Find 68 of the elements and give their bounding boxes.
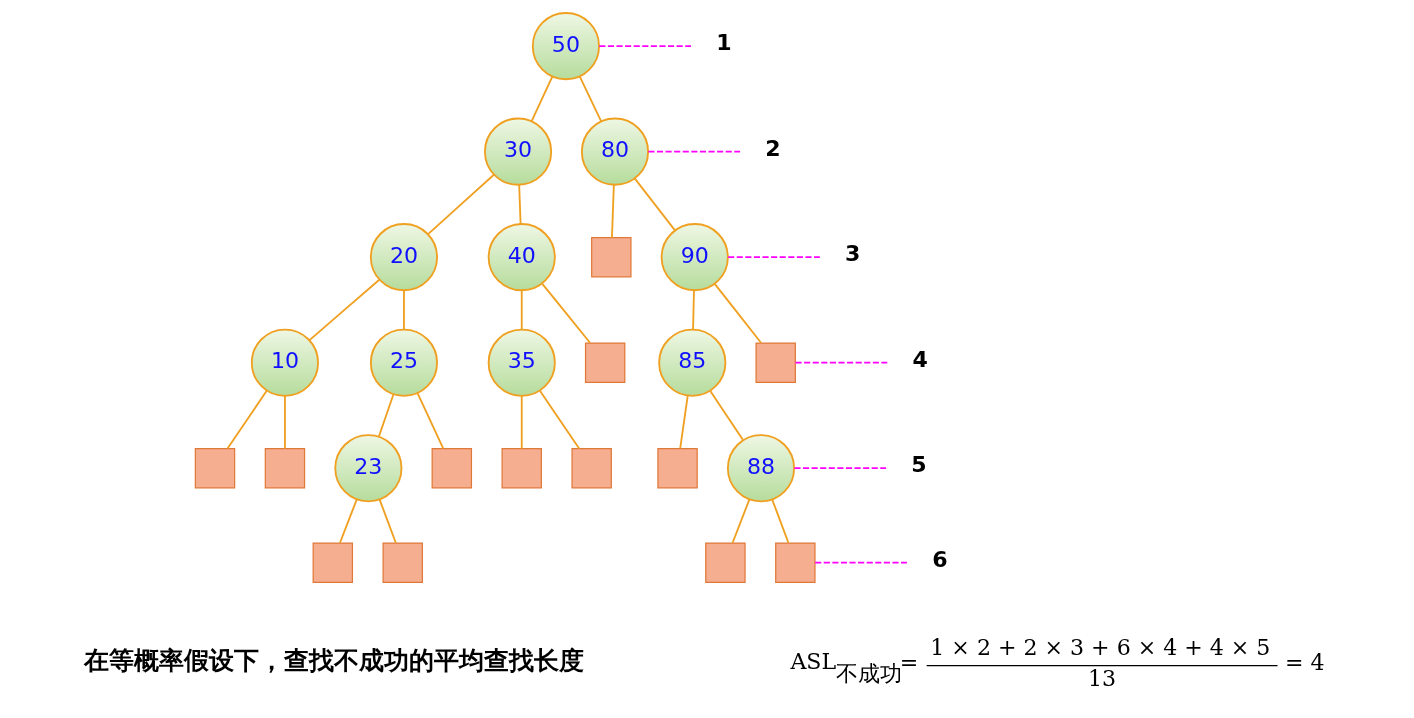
- node-circle: 35: [487, 328, 556, 397]
- connector: [679, 395, 689, 450]
- node-box: [431, 447, 473, 489]
- node-circle: 23: [334, 434, 403, 503]
- node-circle: 90: [660, 223, 729, 292]
- connector: [378, 498, 397, 544]
- node-box: [264, 447, 306, 489]
- node-circle: 50: [531, 12, 600, 81]
- connector: [427, 173, 495, 236]
- node-text: 4: [912, 346, 928, 372]
- connector: [771, 498, 790, 544]
- label: ASL: [790, 648, 837, 674]
- connector: [709, 390, 744, 441]
- label: = 4: [1284, 649, 1325, 675]
- connector: [727, 256, 821, 259]
- node-circle: 80: [580, 117, 650, 186]
- node-circle: 25: [369, 328, 438, 397]
- node-text: 5: [911, 452, 927, 478]
- node-box: [775, 542, 816, 583]
- node-circle: 30: [484, 117, 553, 186]
- node-box: [571, 447, 612, 489]
- connector: [794, 361, 889, 364]
- connector: [539, 390, 581, 450]
- label: =: [899, 649, 919, 675]
- connector: [530, 75, 554, 122]
- connector: [731, 498, 751, 544]
- connector: [308, 278, 381, 342]
- connector: [377, 393, 395, 438]
- connector: [647, 150, 741, 153]
- connector: [692, 289, 695, 331]
- node-box: [755, 342, 796, 383]
- node-circle: 85: [658, 328, 727, 397]
- connector: [598, 45, 692, 48]
- label: 1 × 2 + 2 × 3 + 6 × 4 + 4 × 5: [930, 635, 1271, 661]
- connector: [814, 561, 908, 564]
- connector: [578, 75, 603, 123]
- connector: [541, 282, 591, 344]
- connector: [520, 395, 523, 450]
- node-box: [312, 542, 354, 583]
- node-text: 6: [932, 546, 948, 572]
- node-circle: 88: [726, 434, 796, 503]
- node-box: [705, 542, 746, 583]
- label: 在等概率假设下，查找不成功的平均查找长度: [83, 646, 584, 676]
- node-box: [657, 447, 698, 489]
- connector: [403, 289, 405, 331]
- node-text: 1: [716, 30, 732, 56]
- node-circle: 40: [487, 223, 556, 292]
- node-box: [382, 542, 423, 583]
- connector: [339, 498, 358, 544]
- node-text: 2: [765, 135, 781, 161]
- connector: [520, 289, 523, 331]
- node-box: [194, 447, 236, 489]
- node-box: [501, 447, 542, 489]
- connector: [416, 392, 445, 450]
- label: 不成功: [835, 661, 902, 687]
- connector: [284, 395, 286, 450]
- connector: [793, 467, 887, 470]
- connector: [518, 184, 522, 225]
- label: 13: [1087, 665, 1117, 691]
- connector: [611, 184, 615, 239]
- node-text: 3: [845, 241, 861, 267]
- connector: [713, 282, 762, 344]
- node-circle: 20: [369, 223, 438, 292]
- node-circle: 10: [250, 328, 319, 397]
- node-box: [584, 342, 626, 383]
- connector: [633, 177, 676, 232]
- connector: [226, 390, 268, 450]
- node-box: [591, 236, 632, 278]
